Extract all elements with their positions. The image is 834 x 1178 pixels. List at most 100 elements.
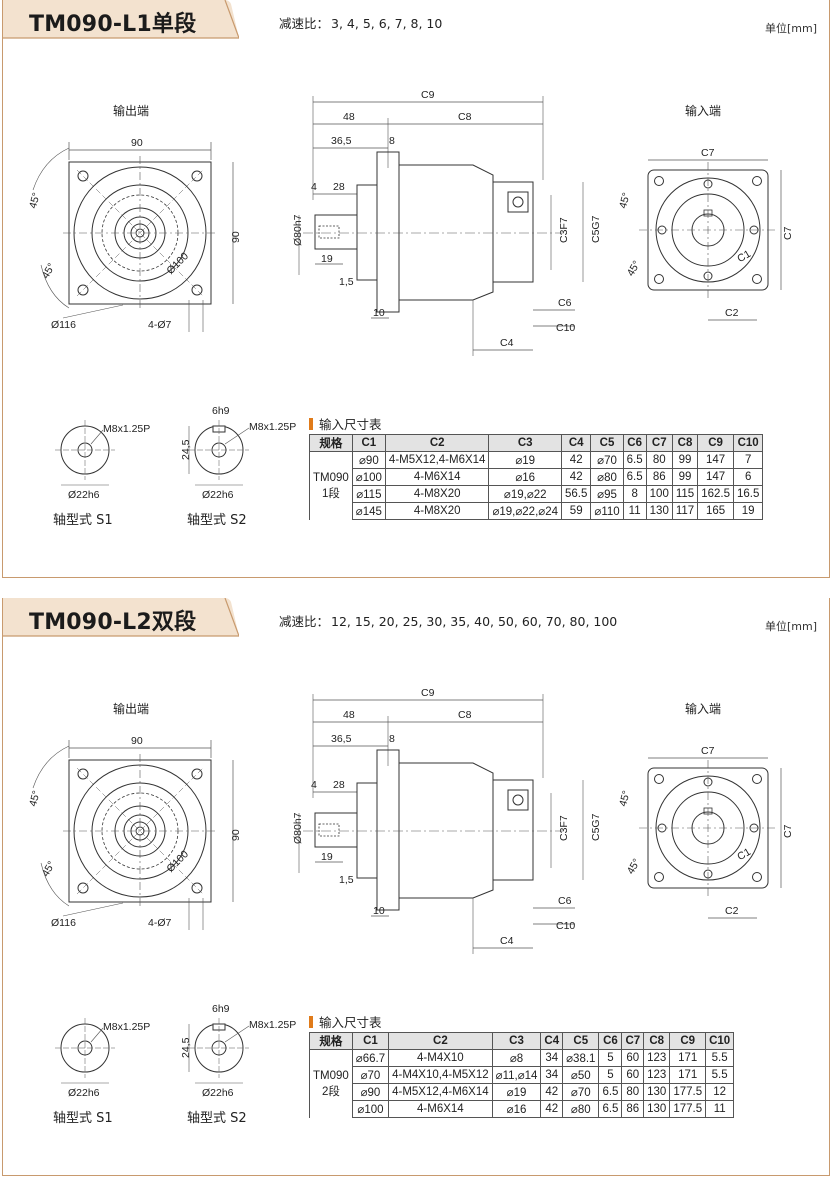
- table-cell: ⌀95: [590, 485, 624, 503]
- angle-45-top: 45°: [27, 191, 43, 209]
- s2-thread: M8x1.25P: [249, 1019, 296, 1031]
- section-title-tab: TM090-L2双段: [3, 598, 239, 637]
- table-cell: 16.5: [732, 485, 764, 503]
- input-end-view: 输入端 C7 C7 45° 45° C1 C2: [617, 701, 794, 919]
- table-cell: ⌀19,⌀22: [488, 485, 562, 503]
- dim-36-5: 36,5: [331, 733, 352, 745]
- table-cell: 6.5: [598, 1100, 623, 1118]
- table-cell: 42: [560, 468, 592, 486]
- dim-c8: C8: [458, 111, 472, 123]
- dim-c1: C1: [735, 248, 753, 265]
- output-end-view: 输出端 90 90 45° 45°: [27, 701, 242, 930]
- table-title-text: 输入尺寸表: [319, 1015, 382, 1030]
- dim-28: 28: [333, 779, 345, 791]
- table-cell: 8: [622, 485, 647, 503]
- dim-10: 10: [373, 905, 385, 917]
- section-l2: TM090-L2双段 减速比：12, 15, 20, 25, 30, 35, 4…: [2, 598, 830, 1176]
- table-cell: 42: [540, 1100, 564, 1118]
- table-cell: ⌀115: [351, 485, 386, 503]
- table-header-cell: C10: [705, 1032, 735, 1050]
- table-cell: 4-M5X12,4-M6X14: [384, 451, 490, 469]
- dim-c1: C1: [735, 846, 753, 863]
- table-cell: ⌀90: [351, 451, 386, 469]
- ratio-label: 减速比：: [279, 16, 330, 31]
- dim-28: 28: [333, 181, 345, 193]
- dim-c3: C3F7: [558, 217, 570, 243]
- table-cell: 4-M6X14: [384, 468, 490, 486]
- dim-c2: C2: [725, 307, 739, 319]
- table-header-cell: 规格: [309, 1032, 353, 1050]
- table-cell: 5.5: [705, 1049, 735, 1067]
- table-cell: ⌀100: [351, 468, 386, 486]
- table-cell: ⌀80: [562, 1100, 600, 1118]
- table-header-cell: C4: [560, 434, 592, 452]
- dim-90-v: 90: [230, 231, 242, 243]
- dim-d80: Ø80h7: [292, 812, 304, 844]
- table-cell: 5: [598, 1049, 623, 1067]
- table-cell: 123: [643, 1066, 671, 1084]
- shaft-s1-label: 轴型式 S1: [53, 513, 113, 528]
- angle-45-bottom: 45°: [40, 859, 58, 879]
- table-cell: 171: [669, 1066, 707, 1084]
- dim-10: 10: [373, 307, 385, 319]
- dim-c9: C9: [421, 89, 435, 101]
- dim-c7-h: C7: [701, 147, 715, 159]
- dim-19: 19: [321, 253, 333, 265]
- section-title-tab: TM090-L1单段: [3, 0, 239, 39]
- table-header-cell: C7: [645, 434, 673, 452]
- table-header-cell: C6: [598, 1032, 623, 1050]
- table-cell: ⌀19: [491, 1083, 542, 1101]
- table-cell: 147: [697, 451, 734, 469]
- input-end-view: 输入端 C7 C7 45° 45° C1 C2: [617, 103, 794, 321]
- table-cell: ⌀11,⌀14: [491, 1066, 542, 1084]
- table-title: 输入尺寸表: [309, 414, 382, 433]
- table-cell: 4-M4X10: [388, 1049, 493, 1067]
- table-header-cell: C5: [562, 1032, 600, 1050]
- table-header-cell: C10: [732, 434, 764, 452]
- table-cell: 6: [732, 468, 764, 486]
- dim-c9: C9: [421, 687, 435, 699]
- table-title: 输入尺寸表: [309, 1012, 382, 1031]
- dim-d116: Ø116: [51, 917, 76, 929]
- table-cell: 42: [560, 451, 592, 469]
- table-cell: ⌀70: [562, 1083, 600, 1101]
- table-cell: 171: [669, 1049, 707, 1067]
- table-header-cell: C9: [697, 434, 734, 452]
- table-cell: 4-M8X20: [384, 502, 490, 520]
- table-cell: 123: [643, 1049, 671, 1067]
- accent-bar: [309, 418, 313, 430]
- dim-c5: C5G7: [590, 215, 602, 243]
- section-title: TM090-L1单段: [29, 12, 197, 37]
- table-cell: 6.5: [622, 468, 647, 486]
- table-header-cell: C4: [540, 1032, 564, 1050]
- table-cell: 99: [671, 451, 699, 469]
- ratio-line: 减速比：3, 4, 5, 6, 7, 8, 10: [279, 13, 442, 32]
- ratio-line: 减速比：12, 15, 20, 25, 30, 35, 40, 50, 60, …: [279, 611, 617, 630]
- dim-d100: Ø100: [164, 848, 191, 875]
- dim-c6: C6: [558, 297, 572, 309]
- table-cell: ⌀16: [488, 468, 562, 486]
- dim-90-h: 90: [131, 735, 143, 747]
- table-cell: 4-M6X14: [388, 1100, 493, 1118]
- table-header-cell: C8: [643, 1032, 671, 1050]
- table-header-cell: C9: [669, 1032, 707, 1050]
- table-cell: 6.5: [622, 451, 647, 469]
- dim-8: 8: [389, 733, 395, 745]
- table-cell: ⌀50: [562, 1066, 600, 1084]
- table-cell: ⌀16: [491, 1100, 542, 1118]
- angle-45-c: 45°: [617, 191, 633, 209]
- shaft-s2-drawing: 6h9 M8x1.25P 24,5 Ø22h6: [180, 1003, 296, 1099]
- s1-thread: M8x1.25P: [103, 423, 150, 435]
- dim-19: 19: [321, 851, 333, 863]
- table-cell: 12: [705, 1083, 735, 1101]
- dim-48: 48: [343, 111, 355, 123]
- table-header-cell: C5: [590, 434, 624, 452]
- table-cell: 4-M8X20: [384, 485, 490, 503]
- model-stage: 1段: [321, 487, 340, 500]
- dim-c3: C3F7: [558, 815, 570, 841]
- table-cell: 165: [697, 502, 734, 520]
